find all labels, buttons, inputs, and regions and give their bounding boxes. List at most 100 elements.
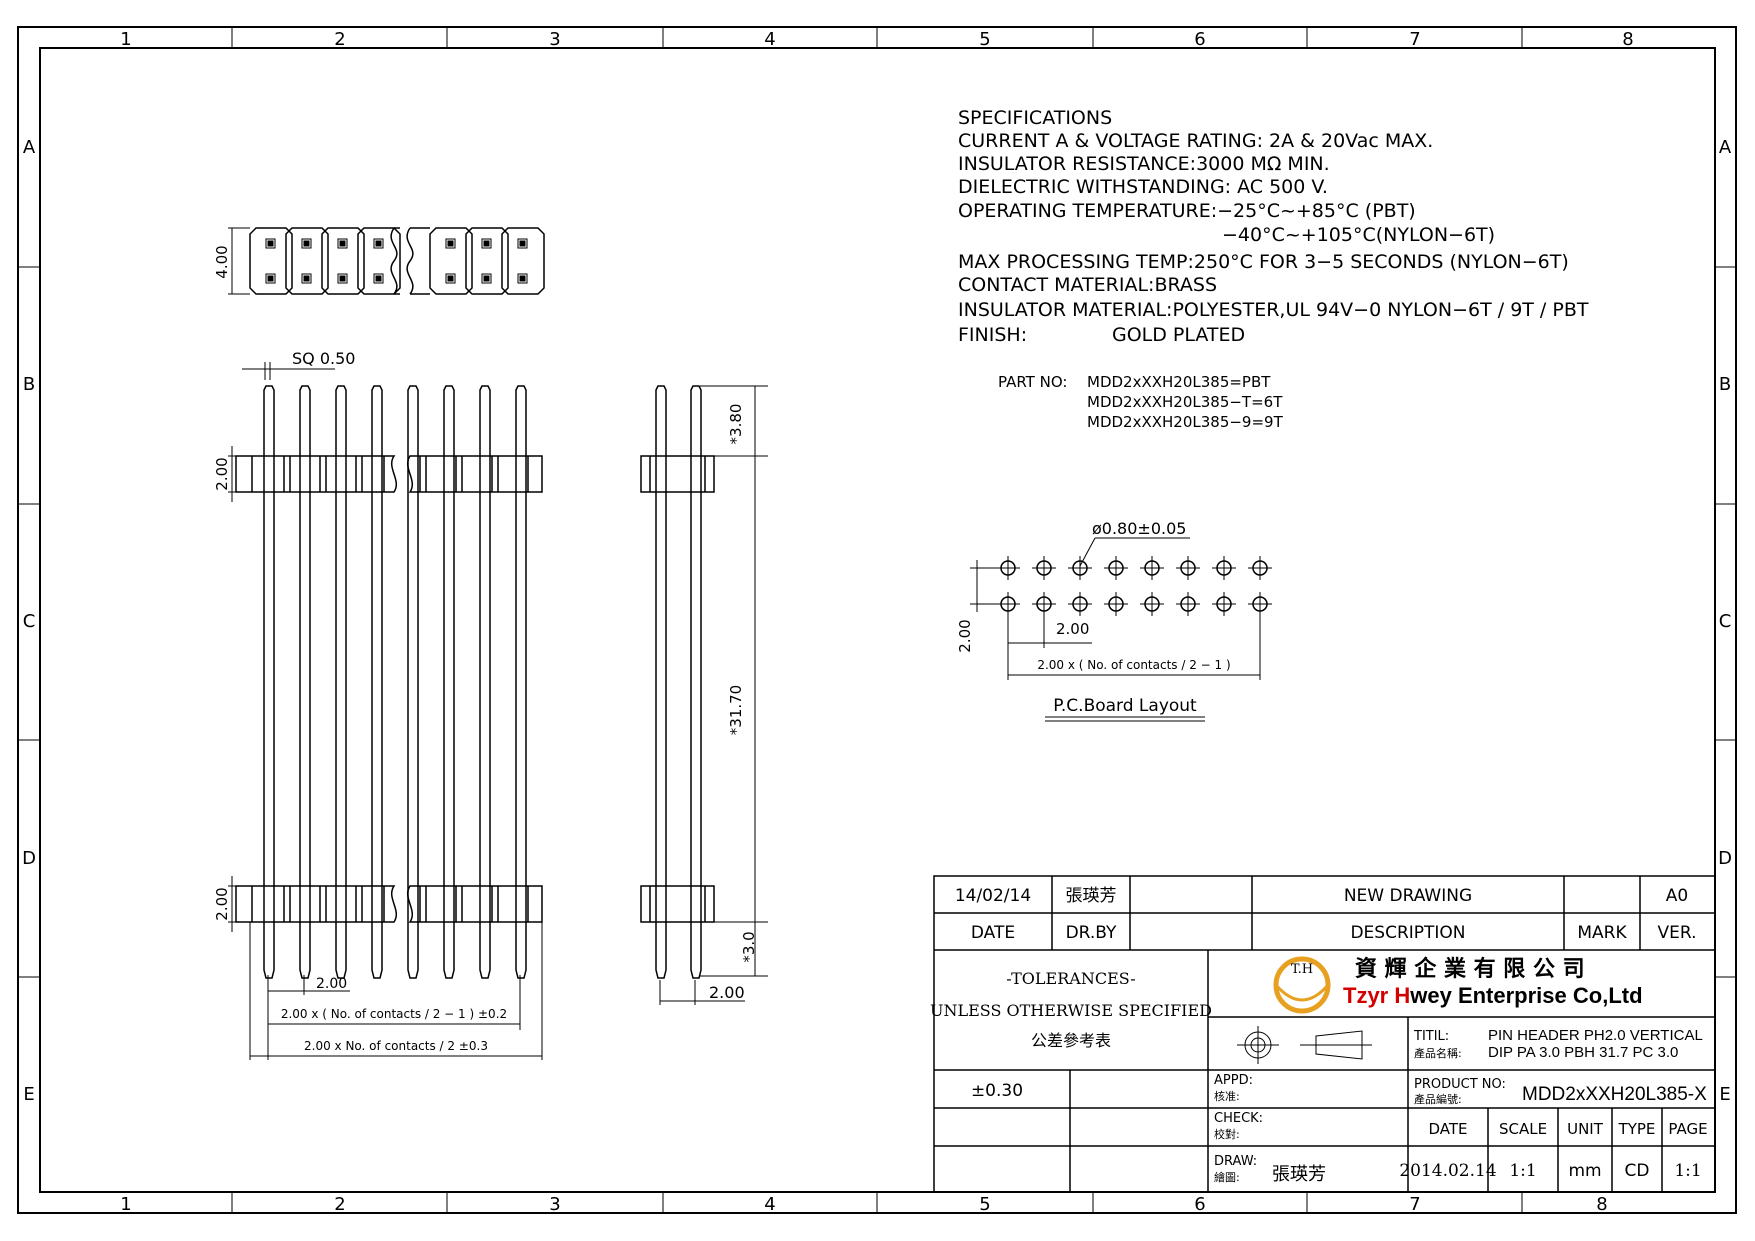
drawing-date: 2014.02.14 [1399, 1161, 1496, 1181]
row-label: B [1719, 374, 1731, 395]
spec-line: DIELECTRIC WITHSTANDING: AC 500 V. [958, 176, 1328, 198]
dim-side-top: *3.80 [727, 404, 745, 445]
dim-housing-bottom: 2.00 [213, 887, 231, 920]
spec-line: INSULATOR RESISTANCE:3000 MΩ MIN. [958, 153, 1330, 175]
header-date-2: DATE [1428, 1120, 1467, 1138]
col-label: 2 [334, 29, 345, 50]
header-drawn-by: DR.BY [1066, 923, 1117, 943]
row-labels-right: A B C D E [1718, 137, 1732, 1105]
dim-pcb-pitch: 2.00 [1056, 620, 1089, 638]
dim-span1: 2.00 x ( No. of contacts / 2 − 1 ) ±0.2 [281, 1007, 507, 1021]
draw-label-cn: 繪圖: [1214, 1170, 1240, 1184]
drawing-scale: 1:1 [1509, 1161, 1536, 1181]
header-description: DESCRIPTION [1350, 923, 1465, 943]
specs-title: SPECIFICATIONS [958, 107, 1112, 129]
part-no-value: MDD2xXXH20L385=PBT [1087, 373, 1271, 391]
header-scale: SCALE [1499, 1120, 1547, 1138]
col-label: 3 [549, 1194, 560, 1215]
check-label-cn: 校對: [1214, 1127, 1240, 1141]
drawing-page: 1:1 [1674, 1161, 1701, 1181]
company-logo-icon: T.H [1273, 956, 1331, 1014]
column-labels-top: 1 2 3 4 5 6 7 8 [120, 29, 1633, 50]
tolerance-value: ±0.30 [971, 1081, 1023, 1101]
row-labels-left: A B C D E [22, 137, 36, 1105]
rev-version: A0 [1666, 886, 1688, 906]
col-label: 8 [1596, 1194, 1607, 1215]
dim-span2: 2.00 x No. of contacts / 2 ±0.3 [304, 1039, 488, 1053]
rev-drawer: 張瑛芳 [1066, 886, 1117, 906]
finish-value: GOLD PLATED [1112, 324, 1245, 346]
col-label: 7 [1409, 29, 1420, 50]
header-version: VER. [1658, 923, 1697, 943]
row-label: C [1719, 611, 1732, 632]
tolerances-cn: 公差參考表 [1031, 1031, 1111, 1050]
tolerances-title: -TOLERANCES- [1006, 969, 1135, 988]
col-label: 6 [1194, 29, 1205, 50]
grid-ticks [18, 27, 1736, 1213]
spec-line: INSULATOR MATERIAL:POLYESTER,UL 94V−0 NY… [958, 299, 1589, 321]
spec-line: OPERATING TEMPERATURE:−25°C~+85°C (PBT) [958, 200, 1416, 222]
row-label: E [23, 1084, 34, 1105]
title-block: T.H 資 輝 企 業 有 限 公 司 Tzyr Hwey Enterprise… [930, 875, 1716, 1193]
draw-label: DRAW: [1214, 1154, 1257, 1169]
finish-label: FINISH: [958, 324, 1027, 346]
part-no-value: MDD2xXXH20L385−T=6T [1087, 393, 1283, 411]
part-no-value: MDD2xXXH20L385−9=9T [1087, 413, 1284, 431]
dim-side-mid: *31.70 [727, 685, 745, 735]
outer-frame [17, 26, 1737, 1214]
col-label: 5 [979, 1194, 990, 1215]
col-label: 2 [334, 1194, 345, 1215]
dim-sq: SQ 0.50 [292, 349, 355, 368]
company-name-en: Tzyr Hwey Enterprise Co,Ltd [1343, 983, 1643, 1008]
col-label: 5 [979, 29, 990, 50]
row-label: E [1719, 1084, 1730, 1105]
dim-pcb-row: 2.00 [956, 619, 974, 652]
check-label: CHECK: [1214, 1111, 1263, 1126]
col-label: 7 [1409, 1194, 1420, 1215]
product-title-2: DIP PA 3.0 PBH 31.7 PC 3.0 [1488, 1044, 1678, 1061]
part-no-label: PART NO: [998, 373, 1067, 391]
col-label: 1 [120, 29, 131, 50]
spec-line: −40°C~+105°C(NYLON−6T) [1222, 224, 1495, 246]
col-label: 6 [1194, 1194, 1205, 1215]
row-label: D [22, 848, 36, 869]
pcb-layout: ø0.80±0.05 2.00 2.00 2.00 x ( No. of con… [956, 519, 1272, 722]
header-page: PAGE [1668, 1120, 1707, 1138]
col-label: 3 [549, 29, 560, 50]
col-label: 1 [120, 1194, 131, 1215]
row-label: D [1718, 848, 1732, 869]
product-number: MDD2xXXH20L385-X [1522, 1084, 1707, 1105]
dim-side-pitch: 2.00 [709, 983, 745, 1002]
title-label-cn: 產品名稱: [1414, 1046, 1462, 1060]
row-label: A [1719, 137, 1732, 158]
header-unit: UNIT [1567, 1120, 1604, 1138]
rev-date: 14/02/14 [955, 886, 1031, 906]
side-view: *3.80 *31.70 *3.0 2.00 [640, 385, 768, 1005]
column-labels-bottom: 1 2 3 4 5 6 7 8 [120, 1194, 1607, 1215]
row-label: A [23, 137, 36, 158]
col-label: 4 [764, 1194, 775, 1215]
tolerances-subtitle: UNLESS OTHERWISE SPECIFIED [930, 1001, 1212, 1020]
header-date: DATE [971, 923, 1015, 943]
dim-top-height: 4.00 [213, 245, 231, 278]
front-view: SQ 0.50 [213, 349, 543, 1060]
appd-label-cn: 核准: [1214, 1089, 1240, 1103]
drawing-type: CD [1625, 1161, 1650, 1181]
pcb-caption: P.C.Board Layout [1053, 696, 1197, 716]
dim-housing-top: 2.00 [213, 457, 231, 490]
title-label: TITIL: [1413, 1029, 1449, 1044]
spec-line: CURRENT A & VOLTAGE RATING: 2A & 20Vac M… [958, 130, 1433, 152]
product-no-label: PRODUCT NO: [1414, 1077, 1506, 1092]
drawer-name: 張瑛芳 [1272, 1164, 1326, 1185]
dim-pcb-span: 2.00 x ( No. of contacts / 2 − 1 ) [1037, 658, 1230, 672]
drawing-unit: mm [1568, 1161, 1601, 1181]
projection-symbol-icon [1237, 1026, 1372, 1064]
rev-description: NEW DRAWING [1344, 886, 1472, 906]
col-label: 8 [1622, 29, 1633, 50]
col-label: 4 [764, 29, 775, 50]
product-no-label-cn: 產品編號: [1414, 1092, 1462, 1106]
spec-line: MAX PROCESSING TEMP:250°C FOR 3−5 SECOND… [958, 251, 1569, 273]
row-label: B [23, 374, 35, 395]
row-label: C [23, 611, 36, 632]
